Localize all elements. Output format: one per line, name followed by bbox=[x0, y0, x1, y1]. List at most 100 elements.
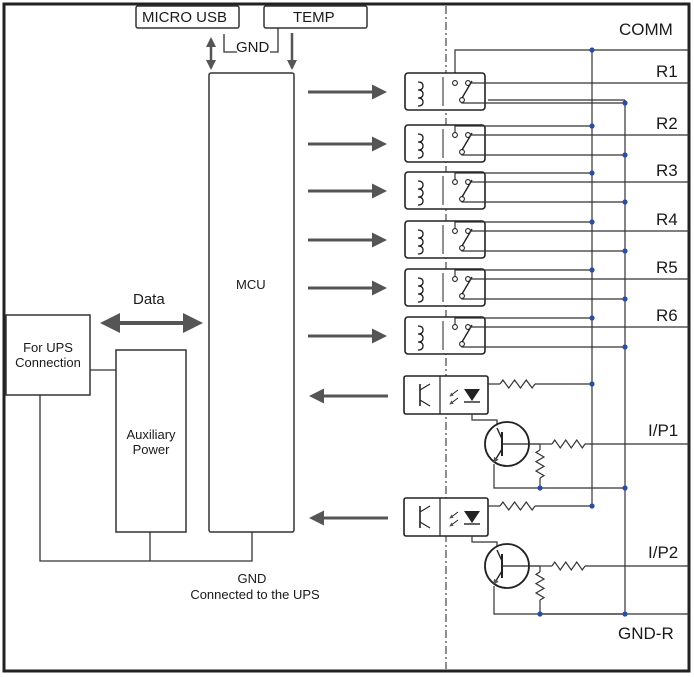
light-arrow bbox=[449, 519, 459, 527]
transistor-emitter bbox=[493, 448, 503, 463]
junction-dot bbox=[537, 485, 543, 491]
junction-dot bbox=[589, 123, 595, 129]
comm-label: COMM bbox=[619, 20, 673, 39]
junction-dot bbox=[589, 267, 595, 273]
gnd-bus bbox=[39, 395, 253, 562]
mcu-label: MCU bbox=[236, 277, 266, 292]
junction-dot bbox=[589, 170, 595, 176]
junction-dot bbox=[537, 611, 543, 617]
optocoupler-body bbox=[403, 375, 489, 415]
base-resistor bbox=[551, 560, 586, 572]
junction-dot bbox=[589, 381, 595, 387]
relay-r6 bbox=[308, 315, 689, 355]
relay-switch-arm bbox=[461, 80, 473, 99]
pulldown-resistor bbox=[534, 571, 546, 601]
relay-comm-wire bbox=[454, 221, 592, 229]
relay-body bbox=[404, 316, 486, 355]
junction-dot bbox=[589, 47, 595, 53]
relay-label-r6: R6 bbox=[656, 306, 678, 325]
led-resistor bbox=[499, 378, 536, 390]
relay-contact bbox=[459, 149, 465, 155]
led-resistor bbox=[499, 500, 536, 512]
relay-gnd-wire bbox=[461, 102, 625, 104]
relay-body bbox=[404, 124, 486, 163]
emitter-gnd-wire bbox=[493, 586, 625, 615]
input-ip2 bbox=[309, 497, 689, 617]
relay-contact bbox=[452, 80, 458, 86]
relay-gnd-wire bbox=[461, 298, 625, 300]
relay-coil bbox=[417, 325, 424, 351]
junction-dot bbox=[622, 611, 628, 617]
relay-switch-arm bbox=[461, 228, 473, 247]
gnd-bracket bbox=[223, 34, 237, 53]
relay-label-r5: R5 bbox=[656, 258, 678, 277]
relay-gnd-wire bbox=[461, 201, 625, 203]
relay-r1 bbox=[308, 72, 689, 111]
input-label-ip1: I/P1 bbox=[648, 421, 679, 440]
relay-body bbox=[404, 268, 486, 307]
temp-label: TEMP bbox=[293, 9, 335, 26]
data-label: Data bbox=[133, 291, 165, 308]
relay-coil bbox=[417, 277, 424, 303]
relay-contact bbox=[452, 132, 458, 138]
pulldown-resistor bbox=[534, 449, 546, 479]
relay-gnd-wire bbox=[461, 154, 625, 156]
relay-body bbox=[404, 171, 486, 210]
relay-contact bbox=[459, 196, 465, 202]
relay-comm-wire bbox=[454, 317, 592, 325]
relay-coil bbox=[417, 81, 424, 107]
gnd-bracket-right bbox=[270, 28, 279, 53]
phototransistor-lead bbox=[419, 521, 431, 529]
comm-line bbox=[454, 49, 689, 82]
relay-gnd-wire bbox=[461, 346, 625, 348]
relay-contact bbox=[459, 245, 465, 251]
junction-dot bbox=[589, 219, 595, 225]
relay-contact bbox=[452, 228, 458, 234]
junction-dot bbox=[589, 503, 595, 509]
led-diode bbox=[464, 389, 480, 401]
relay-contact bbox=[452, 324, 458, 330]
junction-dot bbox=[622, 344, 628, 350]
relay-contact bbox=[459, 293, 465, 299]
base-resistor bbox=[551, 438, 586, 450]
aux-power-label: Auxiliary Power bbox=[126, 427, 176, 457]
junction-dot bbox=[622, 296, 628, 302]
transistor-emitter bbox=[493, 570, 503, 585]
relay-coil bbox=[417, 229, 424, 255]
relay-switch-arm bbox=[461, 276, 473, 295]
relay-body bbox=[404, 220, 486, 259]
micro-usb-label: MICRO USB bbox=[142, 9, 228, 26]
relay-switch-arm bbox=[461, 179, 473, 198]
light-arrow bbox=[449, 511, 459, 519]
relay-coil bbox=[417, 180, 424, 206]
relay-comm-wire bbox=[454, 269, 592, 277]
connected-ups-label: Connected to the UPS bbox=[190, 587, 320, 602]
emitter-gnd-wire bbox=[493, 464, 625, 489]
relay-contact bbox=[452, 276, 458, 282]
relay-gnd-wire bbox=[461, 250, 625, 252]
ups-connection-label: For UPS Connection bbox=[15, 340, 81, 370]
relay-r2 bbox=[308, 123, 689, 163]
light-arrow bbox=[449, 389, 459, 397]
phototransistor-lead bbox=[419, 399, 431, 407]
optocoupler-body bbox=[403, 497, 489, 537]
light-arrow bbox=[449, 397, 459, 405]
phototransistor-lead bbox=[419, 383, 431, 391]
transistor-collector bbox=[496, 549, 503, 562]
transistor-collector bbox=[496, 427, 503, 440]
relay-label-r4: R4 bbox=[656, 210, 678, 229]
junction-dot bbox=[622, 100, 628, 106]
junction-dot bbox=[622, 152, 628, 158]
mcu-box bbox=[208, 72, 295, 533]
ups-connection-box bbox=[5, 314, 91, 396]
aux-power-box bbox=[115, 349, 187, 533]
led-diode bbox=[464, 511, 480, 523]
input-ip1 bbox=[309, 375, 689, 491]
junction-dot bbox=[622, 485, 628, 491]
relay-label-r1: R1 bbox=[656, 62, 678, 81]
relay-group bbox=[308, 47, 689, 355]
input-label-ip2: I/P2 bbox=[648, 543, 679, 562]
